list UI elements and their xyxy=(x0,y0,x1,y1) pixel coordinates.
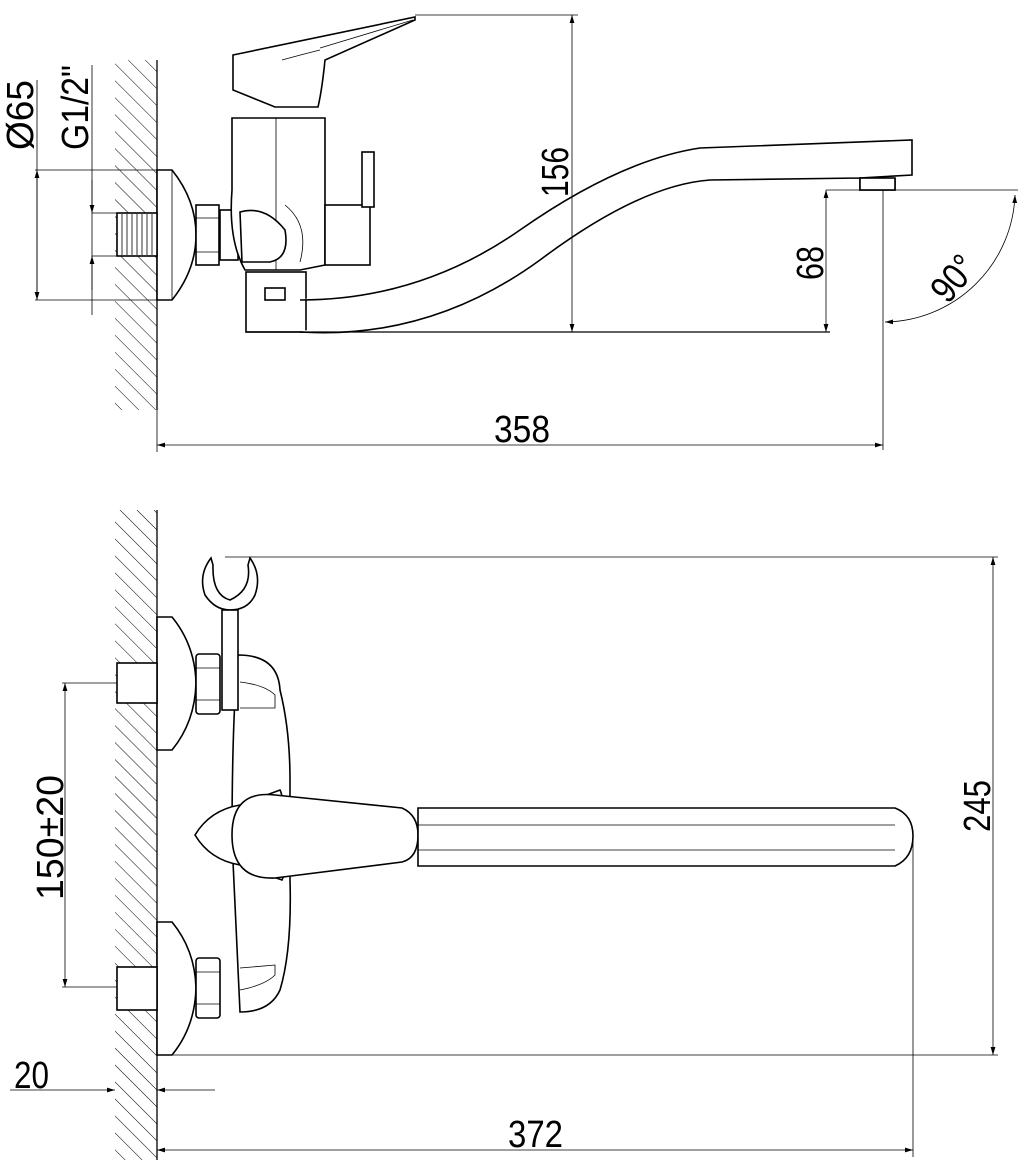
wall-flange xyxy=(156,169,197,301)
side-view: Ø65 G1/2" 156 68 90° 358 xyxy=(0,14,1018,452)
spout-base xyxy=(245,271,307,333)
lever-handle-top xyxy=(231,793,419,879)
lever-handle xyxy=(232,16,416,108)
dim-swivel-angle: 90° xyxy=(923,247,986,311)
shower-holder xyxy=(201,556,259,611)
dim-height: 156 xyxy=(535,147,577,197)
lower-nut xyxy=(195,957,221,1019)
spout-top xyxy=(417,807,914,867)
dim-spout-reach: 372 xyxy=(508,1114,563,1156)
top-view: 245 150±20 20 372 xyxy=(10,510,999,1160)
upper-flange xyxy=(156,616,197,751)
diverter-pin xyxy=(361,151,375,208)
dim-depth: 245 xyxy=(957,780,999,832)
union-nut xyxy=(195,204,220,266)
aerator xyxy=(859,177,896,191)
dim-length: 358 xyxy=(494,409,550,451)
spout xyxy=(299,139,913,334)
dim-flange-diameter: Ø65 xyxy=(0,80,42,150)
upper-nut xyxy=(195,653,221,715)
lower-thread xyxy=(116,966,158,1011)
lower-flange xyxy=(156,921,197,1056)
dim-thread: G1/2" xyxy=(55,65,97,150)
wall-hatch-bottom xyxy=(115,510,157,1160)
dim-spout-height: 68 xyxy=(790,246,832,280)
upper-thread xyxy=(116,662,158,704)
dim-wall-offset: 20 xyxy=(14,1055,49,1097)
holder-arm xyxy=(221,609,239,711)
dim-inlet-spacing: 150±20 xyxy=(30,775,72,900)
